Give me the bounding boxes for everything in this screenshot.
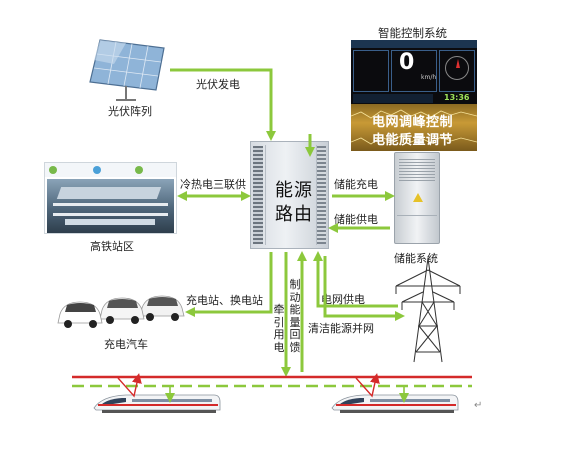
pantograph-1 (117, 373, 142, 398)
energy-router-cabinet: 能源 路由 (250, 141, 329, 249)
control-line-1: 电网调峰控制 (372, 115, 454, 130)
grid-clean-label: 清洁能源并网 (308, 322, 374, 335)
station-photo-icon (44, 162, 177, 234)
solar-panel-icon (86, 34, 168, 102)
solar-label: 光伏阵列 (108, 105, 152, 118)
power-tower-icon (392, 256, 464, 364)
storage-charge-label: 储能充电 (334, 178, 378, 191)
storage-supply-label: 储能供电 (334, 213, 378, 226)
ev-arrow (185, 252, 273, 317)
station-label: 高铁站区 (90, 240, 134, 253)
control-dashboard-icon: 0 km/h 13:36 电网调峰控制 电能质量调节 (351, 40, 477, 151)
control-line-2: 电能质量调节 (372, 133, 454, 148)
speed-unit: km/h (421, 74, 437, 81)
ev-label: 充电汽车 (104, 338, 148, 351)
pantograph-2 (355, 373, 380, 398)
return-mark: ↵ (474, 400, 483, 411)
station-link-label: 冷热电三联供 (180, 178, 246, 191)
battery-cabinet-icon (394, 152, 440, 244)
solar-arrow (170, 68, 276, 141)
clock-readout: 13:36 (444, 93, 470, 102)
traction-label: 牵引用电 (273, 303, 285, 354)
speed-readout: 0 (399, 50, 415, 75)
grid-supply-arrow (313, 251, 398, 308)
train-icon-2 (330, 390, 460, 416)
ev-cars-icon (54, 286, 186, 330)
hub-title-line-1: 能源 (275, 180, 313, 201)
hub-title-line-2: 路由 (275, 204, 313, 225)
grid-supply-label: 电网供电 (321, 293, 365, 306)
warning-icon (413, 193, 423, 202)
control-title: 智能控制系统 (378, 26, 447, 40)
grid-clean-arrow (323, 256, 405, 321)
ev-link-label: 充电站、换电站 (186, 294, 263, 307)
solar-link-label: 光伏发电 (196, 78, 240, 91)
compass-icon (445, 56, 469, 80)
braking-label: 制动能量回馈 (289, 278, 301, 354)
